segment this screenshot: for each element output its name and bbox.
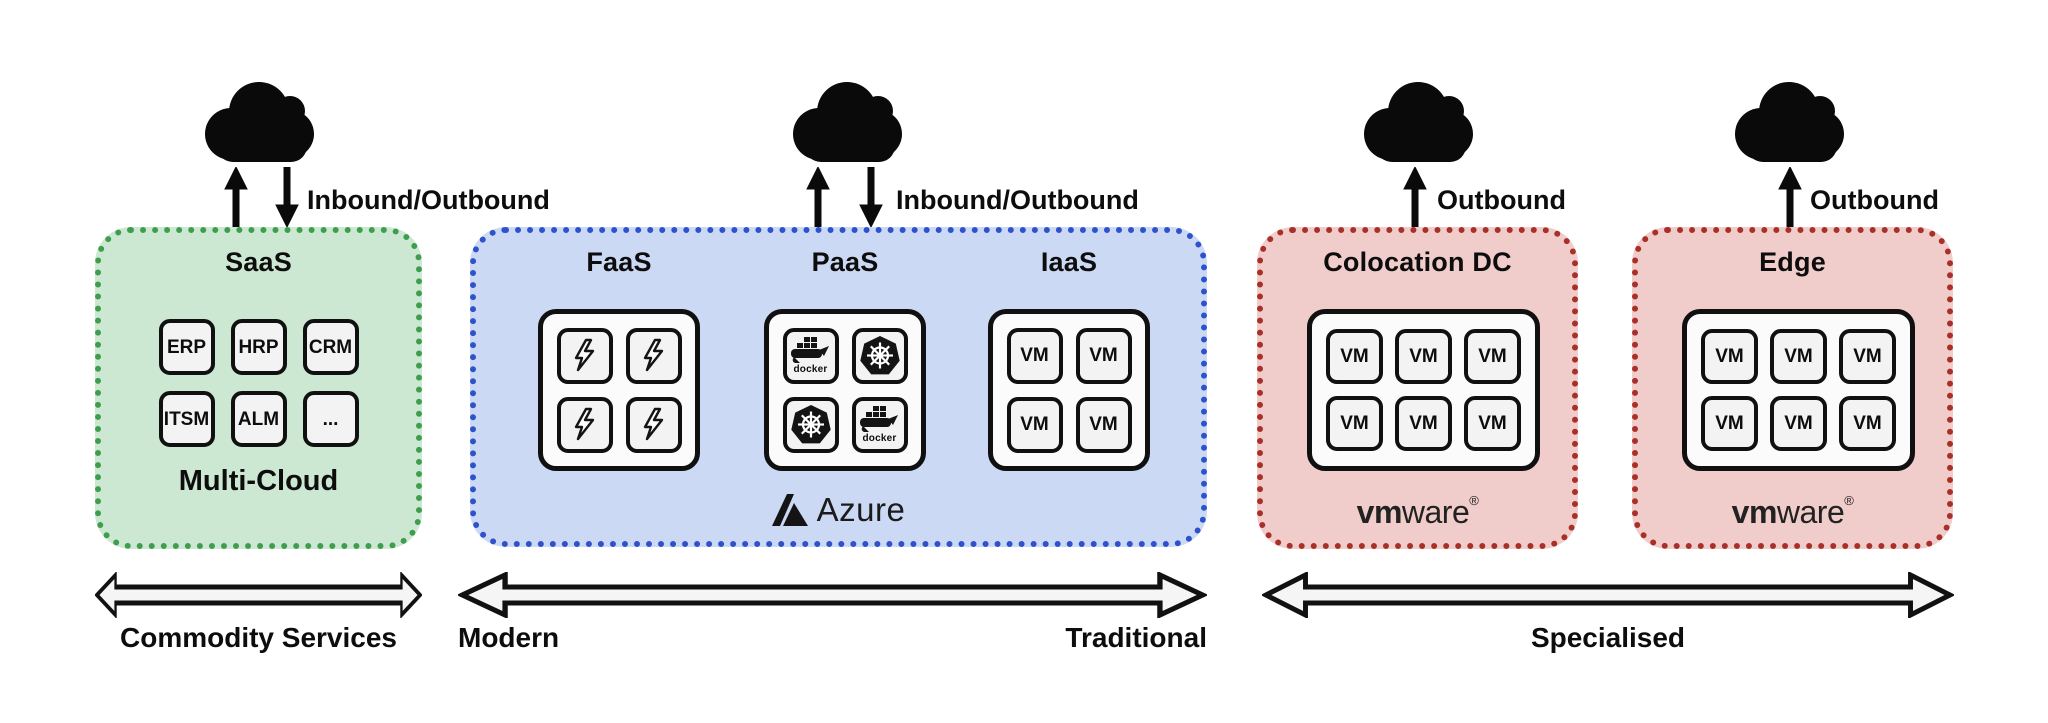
vm-tile: VM: [1006, 396, 1063, 453]
zone-title-edge: Edge: [1759, 247, 1826, 277]
zone-saas: SaaS ERP HRP CRM ITSM ALM ... Multi-Clou…: [95, 227, 422, 549]
section-title-paas: PaaS: [811, 247, 879, 277]
vm-tile: VM: [1464, 329, 1521, 384]
kubernetes-icon: [789, 404, 832, 445]
vm-tile: VM: [1326, 329, 1383, 384]
vm-tile: VM: [1770, 329, 1827, 384]
double-arrow-commodity: [95, 572, 422, 618]
flow-label-colocation: Outbound: [1437, 185, 1566, 215]
lightning-icon: [574, 338, 595, 372]
vmware-brand: vmware®: [1263, 493, 1572, 531]
azure-logo-text: Azure: [816, 491, 906, 528]
axis-label-modern-traditional: Modern Traditional: [458, 622, 1207, 654]
zone-title-colocation: Colocation DC: [1323, 247, 1512, 277]
section-title-faas: FaaS: [586, 247, 652, 277]
edge-tile-group: VM VM VM VM VM VM: [1682, 309, 1915, 471]
function-tile: [556, 396, 613, 453]
faas-tile-group: [538, 309, 700, 471]
up-arrow-icon: [223, 167, 249, 227]
section-paas: PaaS docker docker: [764, 233, 926, 541]
vm-tile: VM: [1839, 329, 1896, 384]
cloud-icon: [793, 82, 902, 162]
axis-label-commodity-services: Commodity Services: [120, 622, 397, 653]
lightning-icon: [643, 338, 664, 372]
zone-colocation-dc: Colocation DC VM VM VM VM VM VM vmware®: [1257, 227, 1578, 549]
lightning-icon: [574, 407, 595, 441]
zone-footer-multicloud: Multi-Cloud: [178, 465, 339, 497]
colocation-tile-group: VM VM VM VM VM VM: [1307, 309, 1540, 471]
iaas-tile-group: VM VM VM VM: [988, 309, 1150, 471]
azure-logo-icon: [771, 494, 808, 526]
vm-tile: VM: [1326, 396, 1383, 451]
vmware-logo-text: vmware®: [1731, 493, 1854, 530]
docker-icon: [791, 336, 829, 363]
function-tile: [625, 396, 682, 453]
flow-label-saas: Inbound/Outbound: [307, 185, 550, 215]
zone-edge: Edge VM VM VM VM VM VM vmware®: [1632, 227, 1953, 549]
saas-chip: HRP: [230, 319, 287, 375]
saas-chip: ...: [302, 391, 359, 447]
vm-tile: VM: [1395, 396, 1452, 451]
axis-label-traditional: Traditional: [1065, 622, 1207, 653]
function-tile: [556, 327, 613, 384]
vm-tile: VM: [1075, 327, 1132, 384]
up-arrow-icon: [805, 167, 831, 227]
container-tile: [851, 327, 908, 384]
axis-label-specialised: Specialised: [1530, 622, 1686, 653]
container-tile: docker: [782, 327, 839, 384]
saas-chip: ITSM: [158, 391, 215, 447]
vmware-logo-text: vmware®: [1356, 493, 1479, 530]
up-arrow-icon: [1777, 167, 1803, 227]
down-arrow-icon: [274, 167, 300, 227]
flow-label-azure: Inbound/Outbound: [896, 185, 1139, 215]
function-tile: [625, 327, 682, 384]
saas-chip: CRM: [302, 319, 359, 375]
cloud-icon: [1735, 82, 1844, 162]
docker-icon: [860, 405, 898, 432]
kubernetes-icon: [858, 335, 901, 376]
up-arrow-icon: [1402, 167, 1428, 227]
docker-wordmark: docker: [862, 432, 897, 444]
double-arrow-modern-traditional: [458, 572, 1207, 618]
double-arrow-specialised: [1262, 572, 1954, 618]
zone-azure: FaaS PaaS docker: [470, 227, 1207, 547]
azure-brand: Azure: [476, 491, 1201, 529]
vm-tile: VM: [1464, 396, 1521, 451]
lightning-icon: [643, 407, 664, 441]
axis-label-modern: Modern: [458, 622, 560, 653]
zone-title-saas: SaaS: [225, 247, 292, 277]
container-tile: [782, 396, 839, 453]
section-title-iaas: IaaS: [1040, 247, 1098, 277]
vm-tile: VM: [1075, 396, 1132, 453]
flow-label-edge: Outbound: [1810, 185, 1939, 215]
cloud-icon: [1364, 82, 1473, 162]
vm-tile: VM: [1701, 396, 1758, 451]
paas-tile-group: docker docker: [764, 309, 926, 471]
vm-tile: VM: [1839, 396, 1896, 451]
vm-tile: VM: [1006, 327, 1063, 384]
down-arrow-icon: [858, 167, 884, 227]
section-iaas: IaaS VM VM VM VM: [988, 233, 1150, 541]
vm-tile: VM: [1395, 329, 1452, 384]
section-faas: FaaS: [538, 233, 700, 541]
saas-chip: ERP: [158, 319, 215, 375]
docker-wordmark: docker: [793, 363, 828, 375]
container-tile: docker: [851, 396, 908, 453]
vm-tile: VM: [1701, 329, 1758, 384]
vmware-brand: vmware®: [1638, 493, 1947, 531]
saas-chip: ALM: [230, 391, 287, 447]
saas-chip-grid: ERP HRP CRM ITSM ALM ...: [101, 319, 416, 447]
cloud-icon: [205, 82, 314, 162]
vm-tile: VM: [1770, 396, 1827, 451]
